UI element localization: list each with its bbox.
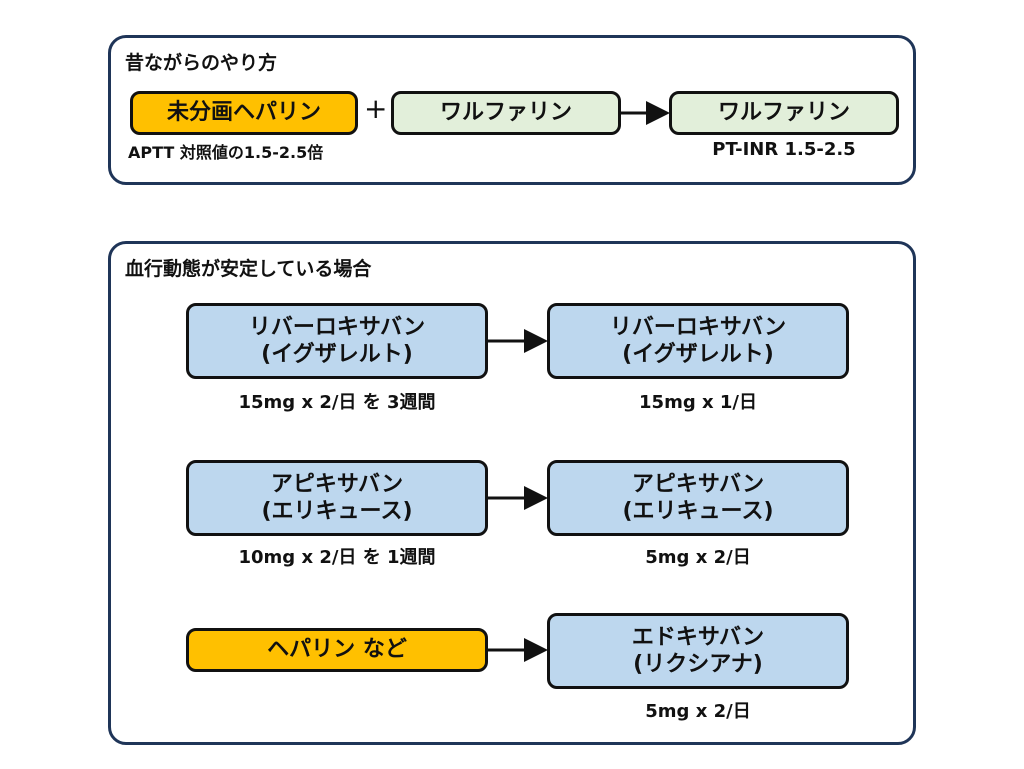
brand-name: (イグザレルト)	[261, 342, 413, 367]
warfarin-box-1: ワルファリン	[391, 91, 621, 135]
rivaroxaban-initial-dose: 15mg x 2/日 を 3週間	[238, 392, 436, 413]
rivaroxaban-initial-box: リバーロキサバン (イグザレルト)	[186, 303, 488, 379]
brand-name: (エリキュース)	[622, 499, 774, 524]
box-label: 未分画ヘパリン	[166, 100, 321, 126]
aptt-note: APTT 対照値の1.5-2.5倍	[128, 143, 324, 162]
edoxaban-dose: 5mg x 2/日	[645, 701, 751, 722]
drug-name: リバーロキサバン	[248, 314, 426, 340]
drug-name: リバーロキサバン	[609, 314, 787, 340]
drug-name: アピキサバン	[631, 471, 765, 497]
apixaban-maintenance-dose: 5mg x 2/日	[645, 547, 751, 568]
apixaban-initial-dose: 10mg x 2/日 を 1週間	[238, 547, 436, 568]
unfractionated-heparin-box: 未分画ヘパリン	[130, 91, 358, 135]
rivaroxaban-maintenance-box: リバーロキサバン (イグザレルト)	[547, 303, 849, 379]
box-label: ワルファリン	[439, 100, 572, 126]
drug-name: ヘパリン など	[267, 637, 407, 663]
brand-name: (リクシアナ)	[633, 652, 763, 677]
drug-name: アピキサバン	[270, 471, 404, 497]
brand-name: (エリキュース)	[261, 499, 413, 524]
heparin-etc-box: ヘパリン など	[186, 628, 488, 672]
drug-name: エドキサバン	[631, 624, 765, 650]
plus-sign: +	[364, 92, 388, 125]
apixaban-maintenance-box: アピキサバン (エリキュース)	[547, 460, 849, 536]
brand-name: (イグザレルト)	[622, 342, 774, 367]
traditional-title: 昔ながらのやり方	[125, 52, 278, 74]
warfarin-box-2: ワルファリン	[669, 91, 899, 135]
apixaban-initial-box: アピキサバン (エリキュース)	[186, 460, 488, 536]
stable-title: 血行動態が安定している場合	[125, 258, 372, 280]
pt-inr-note: PT-INR 1.5-2.5	[712, 139, 856, 160]
rivaroxaban-maintenance-dose: 15mg x 1/日	[639, 392, 757, 413]
box-label: ワルファリン	[717, 100, 850, 126]
edoxaban-box: エドキサバン (リクシアナ)	[547, 613, 849, 689]
